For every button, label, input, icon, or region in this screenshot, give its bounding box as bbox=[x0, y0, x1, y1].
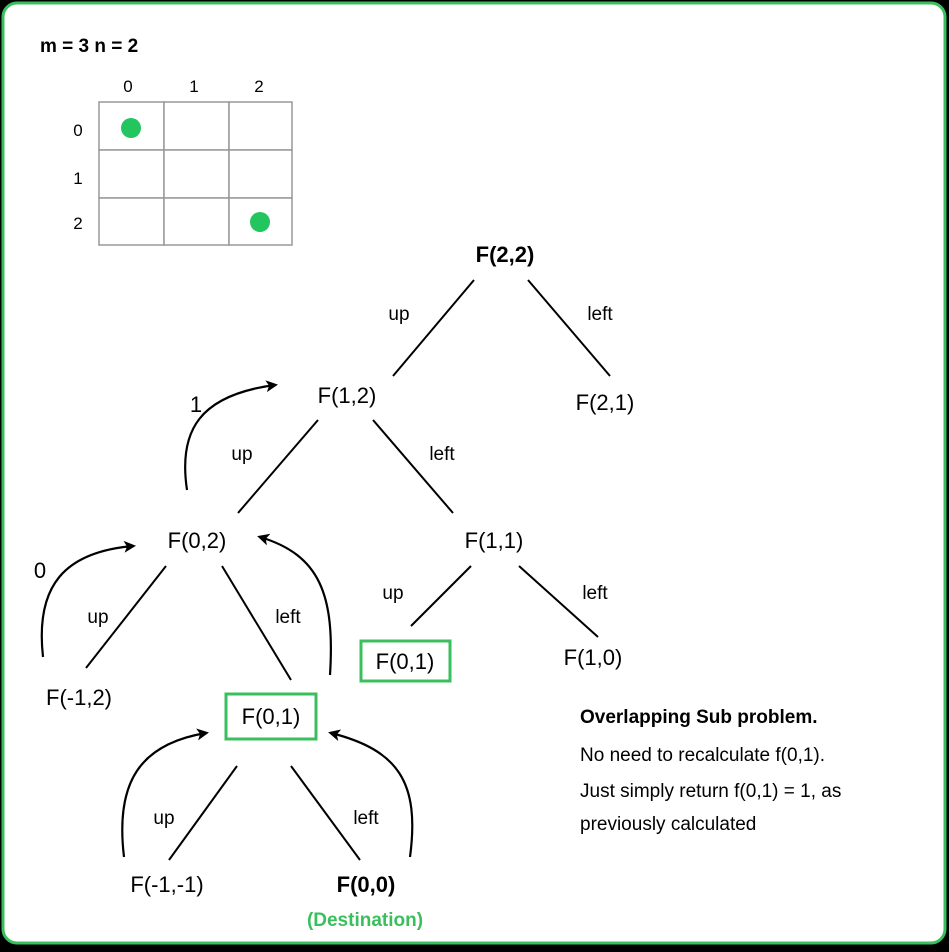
edge-label-left: left bbox=[582, 583, 608, 604]
note-line-1: No need to recalculate f(0,1). bbox=[580, 745, 825, 766]
edge-f02-f01 bbox=[221, 565, 292, 681]
grid-cell-2-0 bbox=[98, 197, 165, 246]
node-f01-main: F(0,1) bbox=[242, 704, 301, 729]
edge-label-left: left bbox=[587, 304, 613, 325]
col-label-2: 2 bbox=[254, 77, 263, 96]
node-f11: F(1,1) bbox=[465, 528, 524, 553]
col-label-1: 1 bbox=[189, 77, 198, 96]
edge-f11-f10 bbox=[518, 565, 599, 638]
grid-cell-2-1 bbox=[163, 197, 230, 246]
note-line-3: previously calculated bbox=[580, 814, 756, 835]
overlap-note: Overlapping Sub problem. No need to reca… bbox=[580, 707, 841, 835]
edge-f01-f00 bbox=[290, 765, 361, 861]
return-value-zero: 0 bbox=[34, 558, 46, 583]
row-label-2: 2 bbox=[73, 214, 82, 233]
edge-f01-fm1m1 bbox=[168, 765, 238, 861]
row-label-1: 1 bbox=[73, 169, 82, 188]
node-f00: F(0,0) bbox=[337, 872, 396, 897]
return-value-one: 1 bbox=[190, 392, 202, 417]
edge-label-left: left bbox=[353, 808, 379, 829]
node-f22: F(2,2) bbox=[476, 242, 535, 267]
grid-cell-1-2 bbox=[228, 149, 293, 199]
edge-labels: up left up left up left up left up left bbox=[87, 304, 613, 829]
col-label-0: 0 bbox=[123, 77, 132, 96]
edge-label-up: up bbox=[153, 808, 174, 829]
grid-size-header: m = 3 n = 2 bbox=[40, 36, 138, 57]
edge-label-up: up bbox=[382, 583, 403, 604]
end-dot bbox=[250, 212, 270, 232]
highlight-box-main bbox=[224, 692, 318, 741]
edge-f11-f01 bbox=[410, 565, 472, 627]
tree-edges bbox=[85, 279, 611, 861]
edge-label-up: up bbox=[388, 304, 409, 325]
tree-nodes: F(2,2) F(1,2) F(2,1) F(0,2) F(1,1) F(-1,… bbox=[46, 242, 634, 931]
return-arrow-f01-to-f02 bbox=[257, 533, 332, 676]
grid-cell-1-1 bbox=[163, 149, 230, 199]
return-arrow-fm1m1-to-f01 bbox=[121, 728, 209, 858]
edge-label-left: left bbox=[429, 444, 455, 465]
node-f21: F(2,1) bbox=[576, 390, 635, 415]
node-f01-side: F(0,1) bbox=[376, 649, 435, 674]
return-arrow-fm12-to-f02 bbox=[40, 540, 136, 658]
note-line-2: Just simply return f(0,1) = 1, as bbox=[580, 781, 841, 802]
node-f10: F(1,0) bbox=[564, 645, 623, 670]
edge-f12-f11 bbox=[372, 419, 454, 514]
grid-cell-0-2 bbox=[228, 101, 293, 151]
node-fm12: F(-1,2) bbox=[46, 685, 112, 710]
edge-f22-f12 bbox=[392, 279, 475, 377]
edge-label-up: up bbox=[87, 607, 108, 628]
return-arrows bbox=[40, 380, 414, 858]
edge-label-up: up bbox=[231, 444, 252, 465]
destination-label: (Destination) bbox=[307, 910, 423, 931]
node-f02: F(0,2) bbox=[168, 528, 227, 553]
start-dot bbox=[121, 118, 141, 138]
node-f12: F(1,2) bbox=[318, 383, 377, 408]
grid: 0 1 2 0 1 2 bbox=[73, 77, 293, 246]
node-fm1m1: F(-1,-1) bbox=[130, 872, 203, 897]
edge-f02-fm12 bbox=[85, 565, 167, 669]
grid-cell-0-1 bbox=[163, 101, 230, 151]
return-arrow-f02-to-f12 bbox=[184, 380, 278, 491]
row-label-0: 0 bbox=[73, 121, 82, 140]
edge-label-left: left bbox=[275, 607, 301, 628]
grid-cell-1-0 bbox=[98, 149, 165, 199]
return-arrow-f00-to-f01 bbox=[328, 729, 414, 858]
highlight-box-side bbox=[359, 639, 452, 683]
note-title: Overlapping Sub problem. bbox=[580, 707, 818, 728]
edge-f12-f02 bbox=[237, 419, 319, 514]
edge-f22-f21 bbox=[527, 279, 611, 377]
